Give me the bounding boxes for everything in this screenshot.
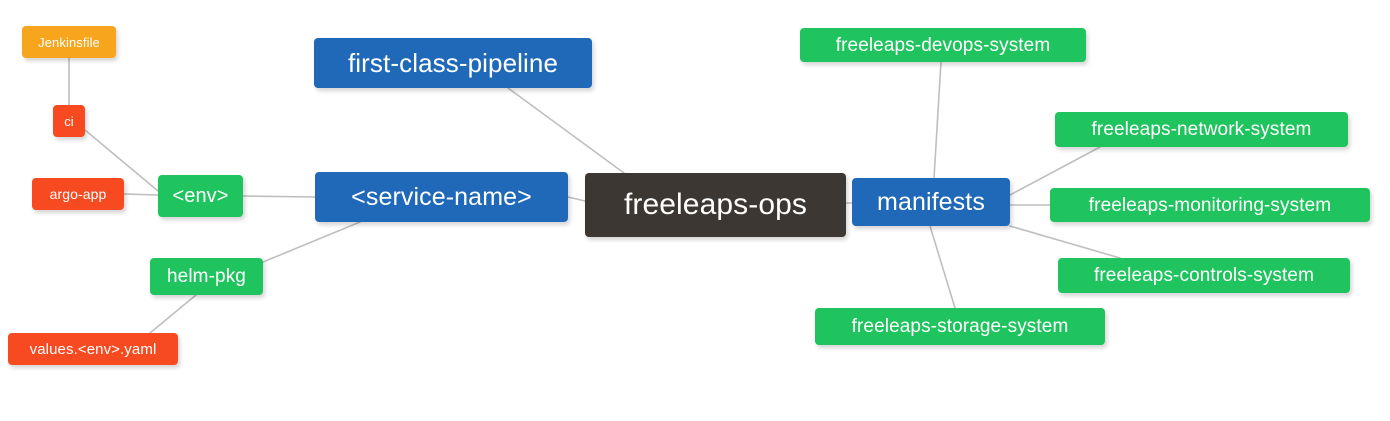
node-label: ci [64,113,74,129]
edge-manifests-to-freeleaps-controls-system [1009,225,1121,259]
node-label: Jenkinsfile [38,34,100,50]
node-freeleaps-monitoring-system[interactable]: freeleaps-monitoring-system [1050,188,1370,222]
node-label: values.<env>.yaml [29,340,157,358]
node-label: manifests [877,187,985,216]
node-label: <service-name> [351,182,532,211]
node-label: freeleaps-monitoring-system [1088,194,1332,216]
node-jenkinsfile[interactable]: Jenkinsfile [22,26,116,58]
node-freeleaps-ops[interactable]: freeleaps-ops [585,173,846,237]
node-label: first-class-pipeline [347,48,559,78]
node-freeleaps-controls-system[interactable]: freeleaps-controls-system [1058,258,1350,293]
edge-first-class-pipeline-to-freeleaps-ops [507,87,625,174]
edge-manifests-to-freeleaps-devops-system [933,61,942,179]
edge-values-yaml-to-helm-pkg [149,294,197,334]
node-helm-pkg[interactable]: helm-pkg [150,258,263,295]
node-label: argo-app [49,186,107,202]
node-label: freeleaps-ops [623,188,808,221]
node-label: <env> [172,185,229,207]
node-manifests[interactable]: manifests [852,178,1010,226]
node-freeleaps-storage-system[interactable]: freeleaps-storage-system [815,308,1105,345]
edge-service-name-to-freeleaps-ops [567,196,586,202]
node-freeleaps-devops-system[interactable]: freeleaps-devops-system [800,28,1086,62]
node-ci[interactable]: ci [53,105,85,137]
edge-manifests-to-freeleaps-storage-system [929,225,956,309]
edge-env-to-service-name [242,195,316,198]
node-label: freeleaps-controls-system [1093,265,1315,286]
node-freeleaps-network-system[interactable]: freeleaps-network-system [1055,112,1348,147]
node-service-name[interactable]: <service-name> [315,172,568,222]
node-label: freeleaps-devops-system [835,34,1051,56]
edge-argo-app-to-env [123,193,159,196]
node-env[interactable]: <env> [158,175,243,217]
node-first-class-pipeline[interactable]: first-class-pipeline [314,38,592,88]
node-values-yaml[interactable]: values.<env>.yaml [8,333,178,365]
edge-helm-pkg-to-service-name [262,221,361,263]
node-argo-app[interactable]: argo-app [32,178,124,210]
node-label: freeleaps-network-system [1091,119,1312,140]
node-label: helm-pkg [167,266,246,287]
node-label: freeleaps-storage-system [851,316,1069,337]
